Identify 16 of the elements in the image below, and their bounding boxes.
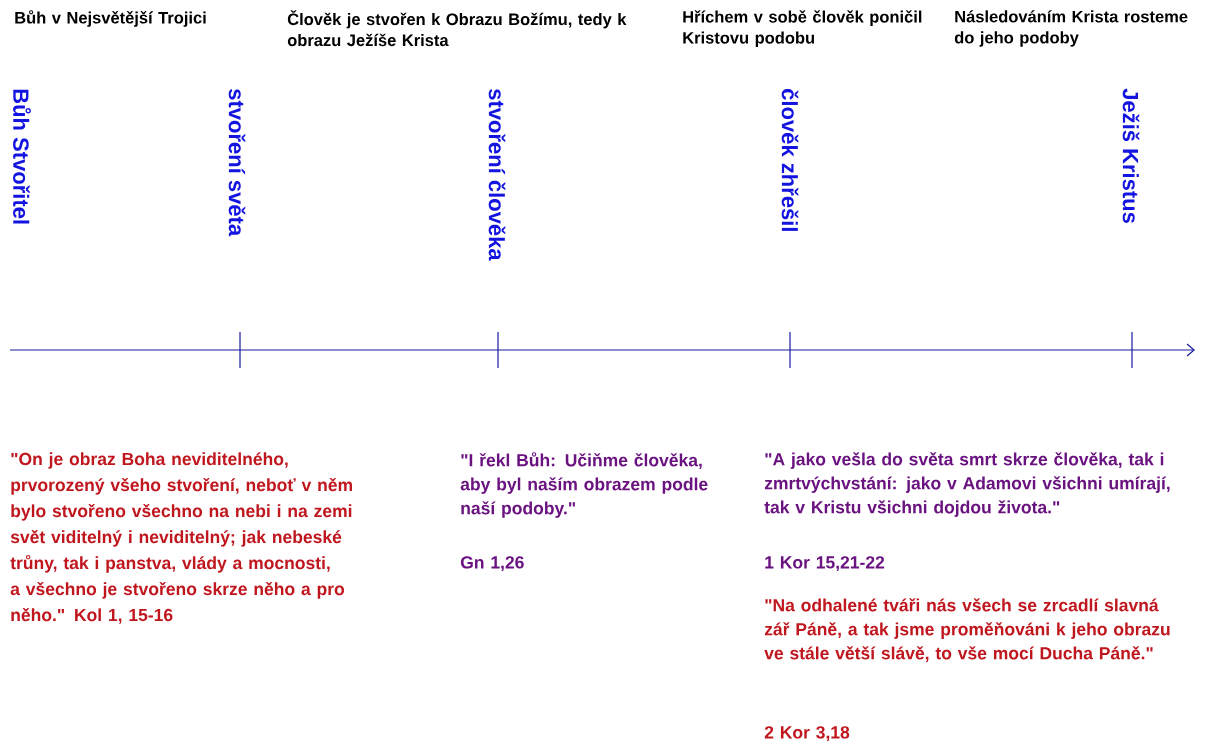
quote-text: "On je obraz Boha neviditelného, prvorozený všeho stvoření, neboť v něm bylo stvořeno všechno na nebi i na zemi svět viditelný i neviditelný; jak nebeské trůny, tak i panstva, vlády a mocnosti, a všechno je stvořeno skrze něho a pro něho." Kol 1, 15-16	[10, 452, 352, 624]
timeline-label: stvoření člověka	[488, 88, 506, 261]
quote-text: "I řekl Bůh: Učiňme člověka, aby byl naším obrazem podle naší podoby."	[460, 452, 708, 518]
citation-text: Gn 1,26	[460, 556, 524, 572]
heading-text: Člověk je stvořen k Obrazu Božímu, tedy k obrazu Ježíše Krista	[287, 10, 627, 47]
heading-text: Hříchem v sobě člověk poničil Kristovu podobu	[683, 10, 922, 47]
timeline-label: člověk zhřešil	[781, 89, 799, 231]
citation-text: 1 Kor 15,21-22	[765, 556, 885, 572]
heading-text: Bůh v Nejsvětější Trojici	[15, 10, 206, 27]
quote-text: "A jako vešla do světa smrt skrze člověka, tak i zmrtvýchvstání: jako v Adamovi všichni umírají, tak v Kristu všichni dojdou života."	[764, 452, 1170, 517]
timeline-label: Ježiš Kristus	[1122, 88, 1140, 223]
citation-text: 2 Kor 3,18	[764, 726, 850, 742]
timeline-label: Bůh Stvořitel	[13, 89, 31, 224]
timeline-label: stvoření světa	[228, 88, 246, 237]
quote-text: "Na odhalené tváři nás všech se zrcadlí slavná zář Páně, a tak jsme proměňováni k jeho obrazu ve stále větší slávě, to vše mocí Ducha Páně."	[764, 598, 1170, 662]
heading-text: Následováním Krista rosteme do jeho podoby	[954, 10, 1188, 47]
